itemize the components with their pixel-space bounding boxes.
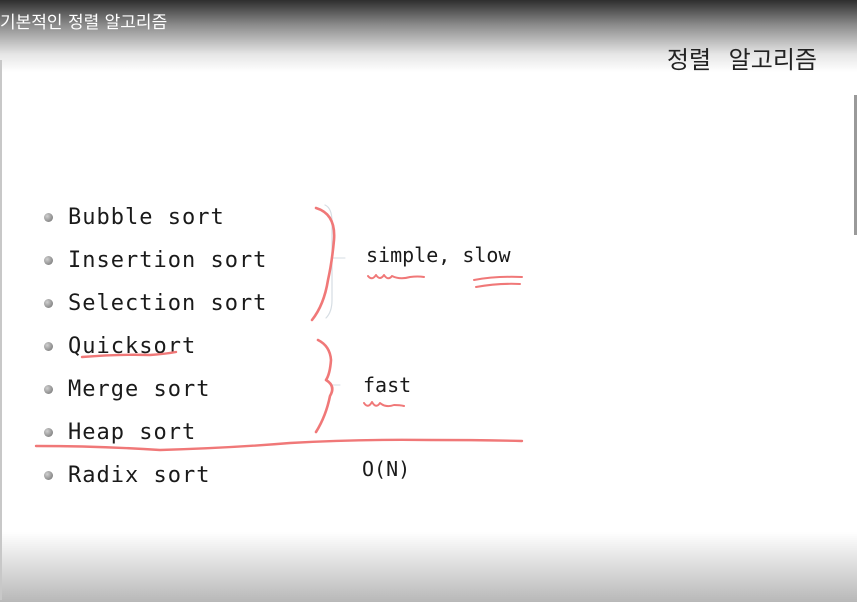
list-item-insertion-sort: Insertion sort [44,239,267,282]
algorithm-label: Selection sort [68,291,268,316]
brace-simple-group [310,206,336,322]
list-item-merge-sort: Merge sort [44,368,267,411]
bullet-icon [44,342,53,351]
double-underline-slow-2 [475,282,521,288]
brace-fast-group [314,338,334,434]
list-item-radix-sort: Radix sort [44,454,267,497]
slide-brace-guide [324,204,333,319]
bullet-icon [44,256,53,265]
algorithm-label: Radix sort [68,463,211,488]
slide-left-edge [0,60,2,600]
bullet-icon [44,428,53,437]
algorithm-label: Quicksort [68,334,197,359]
squiggle-fast [363,401,405,408]
slide-right-edge [854,95,857,235]
squiggle-simple [367,274,425,280]
bullet-icon [44,471,53,480]
algorithm-label: Bubble sort [68,205,225,230]
video-top-overlay [0,0,857,72]
note-linear-complexity: O(N) [362,457,411,481]
list-item-quicksort: Quicksort [44,325,267,368]
algorithm-label: Heap sort [68,420,197,445]
algorithm-label: Merge sort [68,377,211,402]
list-item-heap-sort: Heap sort [44,411,267,454]
video-bottom-overlay [0,532,857,602]
list-item-bubble-sort: Bubble sort [44,196,267,239]
algorithm-list: Bubble sort Insertion sort Selection sor… [44,196,267,497]
note-fast: fast [363,373,412,397]
algorithm-label: Insertion sort [68,248,268,273]
list-item-selection-sort: Selection sort [44,282,267,325]
double-underline-slow [473,275,523,281]
note-simple-slow: simple, slow [366,243,511,267]
bullet-icon [44,385,53,394]
bullet-icon [44,213,53,222]
bullet-icon [44,299,53,308]
video-title[interactable]: 기본적인 정렬 알고리즘 [0,13,168,33]
slide-heading: 정렬 알고리즘 [666,46,817,74]
